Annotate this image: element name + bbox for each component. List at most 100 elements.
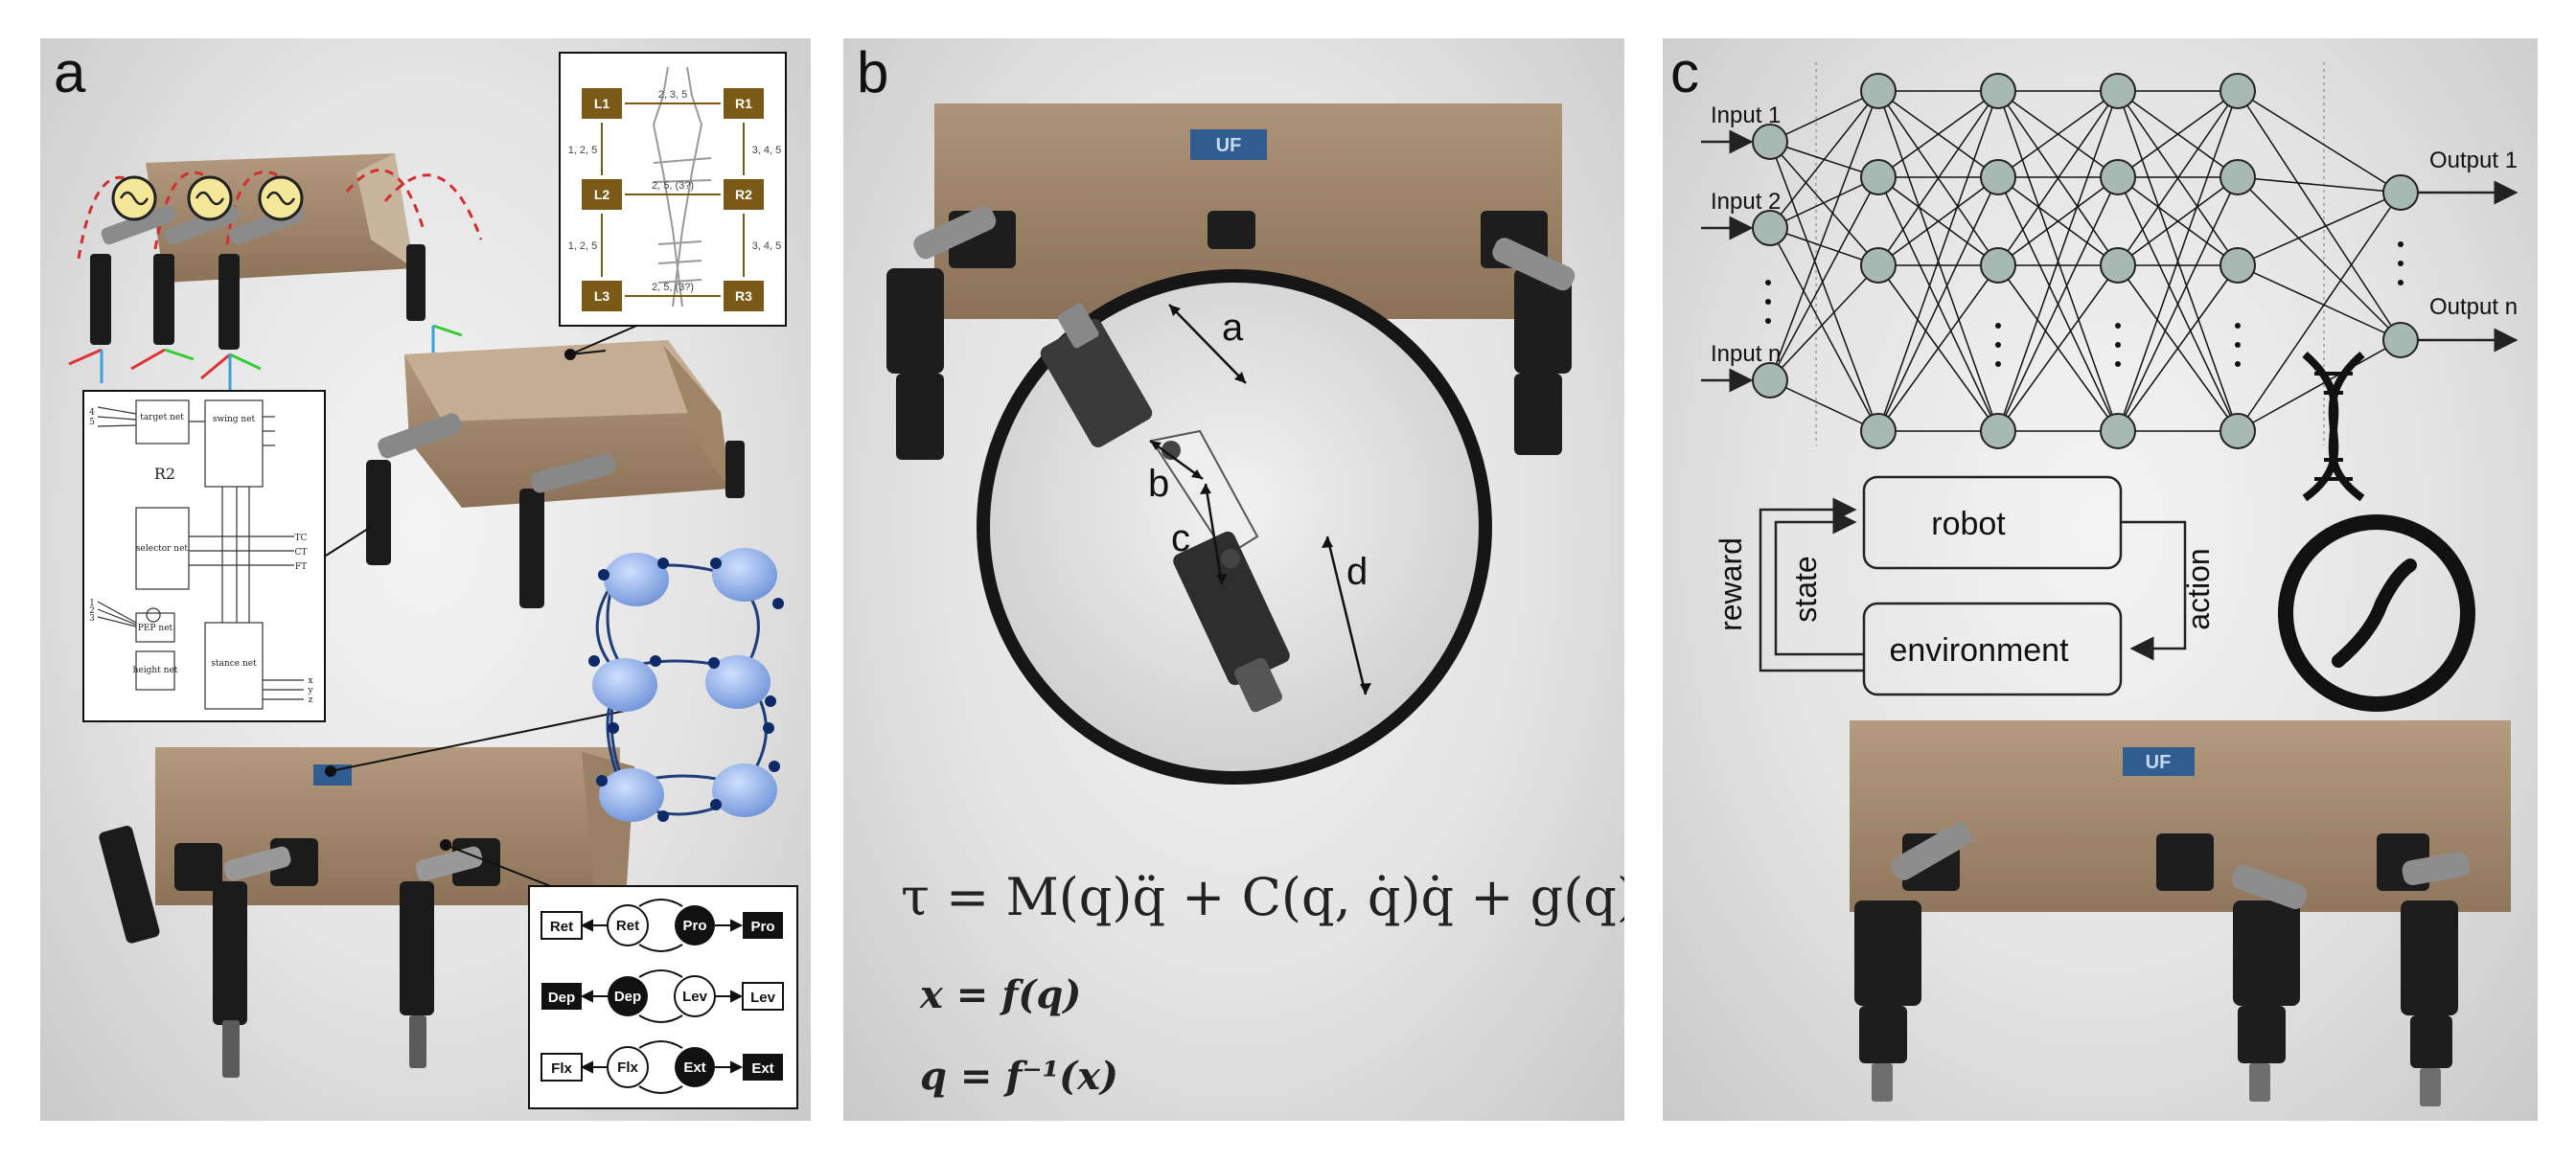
forward-kinematics-equation: x = f(q): [920, 972, 1082, 1017]
r2-network-diagram: target net swing net selector net PEP ne…: [82, 390, 326, 722]
nn-input-node: [1752, 124, 1788, 160]
nn-connection: [1997, 176, 2119, 432]
nn-connection: [2237, 176, 2402, 194]
input-3: 3: [89, 614, 95, 624]
nn-connection: [1997, 90, 2119, 432]
cpg-network: [588, 548, 784, 822]
segment-b-label: b: [1148, 463, 1169, 505]
nn-connection: [2237, 192, 2402, 432]
nn-connection: [2237, 176, 2402, 341]
cpg-state-table: Ret Ret Pro Pro Dep Dep Lev Lev Flx: [528, 885, 798, 1109]
leg-L3: L3: [594, 288, 610, 304]
leg-R1: R1: [735, 96, 752, 111]
panel-c-illustration: Input 1 Input 2 Input n Output 1 Output …: [1701, 62, 2518, 1106]
nn-connection: [2237, 90, 2402, 194]
rl-action-label: action: [2181, 548, 2216, 629]
nn-connection: [1769, 90, 1879, 381]
segment-d-label: d: [1346, 551, 1368, 593]
nn-connection: [1769, 227, 1879, 432]
rl-reward-label: reward: [1714, 537, 1748, 631]
segment-a-label: a: [1222, 307, 1244, 349]
nn-connection: [1769, 90, 1879, 143]
cpg-r3c2: Flx: [617, 1059, 638, 1076]
block-swing-net: swing net: [213, 415, 256, 424]
nn-connection: [2117, 264, 2239, 432]
link-mid1-left: 1, 2, 5: [568, 145, 598, 156]
nn-output-n: Output n: [2429, 294, 2518, 320]
link-top: 2, 3, 5: [658, 89, 688, 101]
robot-middle: [366, 340, 745, 608]
panel-b: b UF: [843, 38, 1624, 1121]
leg-R3: R3: [735, 288, 752, 304]
nn-connection: [2117, 176, 2239, 266]
nn-hidden-node: [2220, 159, 2256, 195]
cpg-r3c3: Ext: [683, 1059, 705, 1076]
block-height-net: height net: [133, 666, 178, 675]
nn-connection: [2237, 264, 2402, 341]
nn-connection: [1769, 141, 1879, 432]
input-2: 2: [89, 606, 95, 616]
cpg-r2c2: Dep: [614, 989, 641, 1005]
output-ft: FT: [295, 562, 307, 572]
nn-hidden-node: [2220, 413, 2256, 449]
panel-c: c: [1663, 38, 2538, 1121]
block-stance-net: stance net: [211, 659, 257, 669]
nn-connection: [1877, 90, 1999, 432]
nn-connection: [1997, 264, 2119, 432]
rl-state-label: state: [1788, 556, 1823, 622]
panel-c-label: c: [1670, 40, 1699, 104]
nn-hidden-node: [2100, 159, 2136, 195]
link-bottom: 2, 5, (3?): [652, 282, 694, 293]
cpg-r2c3: Lev: [682, 989, 708, 1005]
nn-input-1: Input 1: [1711, 103, 1781, 128]
nn-connection: [1997, 176, 2119, 266]
panel-b-illustration: UF a b c: [886, 103, 1576, 785]
input-y: y: [307, 686, 313, 695]
environment-box: [1862, 602, 2123, 696]
nn-hidden-node: [2220, 73, 2256, 109]
cpg-r1c1: Ret: [550, 919, 573, 935]
output-tc: TC: [295, 534, 308, 543]
nn-connection: [1769, 141, 1879, 266]
cpg-r2c4: Lev: [750, 990, 776, 1006]
panel-a-illustration: L1 L2 L3 R1 R2 R3 2, 3, 5 1, 2, 5 3, 4, …: [68, 52, 798, 1109]
logo-c: UF: [2146, 752, 2172, 773]
nn-connection: [1769, 379, 1879, 432]
cpg-r3c4: Ext: [751, 1060, 773, 1077]
panel-a: a: [40, 38, 811, 1121]
nn-hidden-node: [1860, 413, 1897, 449]
cpg-r2c1: Dep: [548, 990, 575, 1006]
input-x: x: [308, 676, 312, 686]
dynamics-equation: τ = M(q)q̈ + C(q, q̇)q̇ + g(q): [901, 867, 1624, 927]
cpg-r3c1: Flx: [551, 1060, 572, 1077]
nn-hidden-node: [1980, 73, 2016, 109]
link-mid2-left: 1, 2, 5: [568, 240, 598, 252]
nn-connection: [1877, 176, 1999, 266]
nn-connection: [2237, 90, 2402, 341]
segment-c-label: c: [1171, 517, 1190, 559]
block-target-net: target net: [140, 413, 184, 422]
rl-robot-label: robot: [1931, 506, 2006, 542]
nn-connection: [1877, 90, 1999, 266]
input-5: 5: [89, 418, 95, 427]
nn-input-2: Input 2: [1711, 189, 1781, 215]
input-1: 1: [89, 599, 95, 608]
nn-hidden-node: [1860, 73, 1897, 109]
nn-hidden-node: [2100, 247, 2136, 284]
output-ct: CT: [295, 548, 308, 558]
nn-input-n: Input n: [1711, 341, 1781, 367]
nn-hidden-node: [2100, 413, 2136, 449]
cpg-r1c2: Ret: [616, 918, 639, 934]
leg-coordination-diagram: L1 L2 L3 R1 R2 R3 2, 3, 5 1, 2, 5 3, 4, …: [559, 52, 787, 327]
nn-input-node: [1752, 210, 1788, 246]
rl-loop-diagram: robot environment reward state action: [1714, 475, 2216, 696]
nn-hidden-node: [1980, 413, 2016, 449]
nn-connection: [2237, 339, 2402, 432]
input-z: z: [309, 695, 313, 705]
dna-icon: [2302, 351, 2365, 502]
nn-output-node: [2382, 174, 2419, 211]
nn-hidden-node: [2100, 73, 2136, 109]
nn-output-node: [2382, 322, 2419, 358]
logo-b: UF: [1216, 135, 1242, 156]
nn-connection: [1769, 227, 1879, 266]
